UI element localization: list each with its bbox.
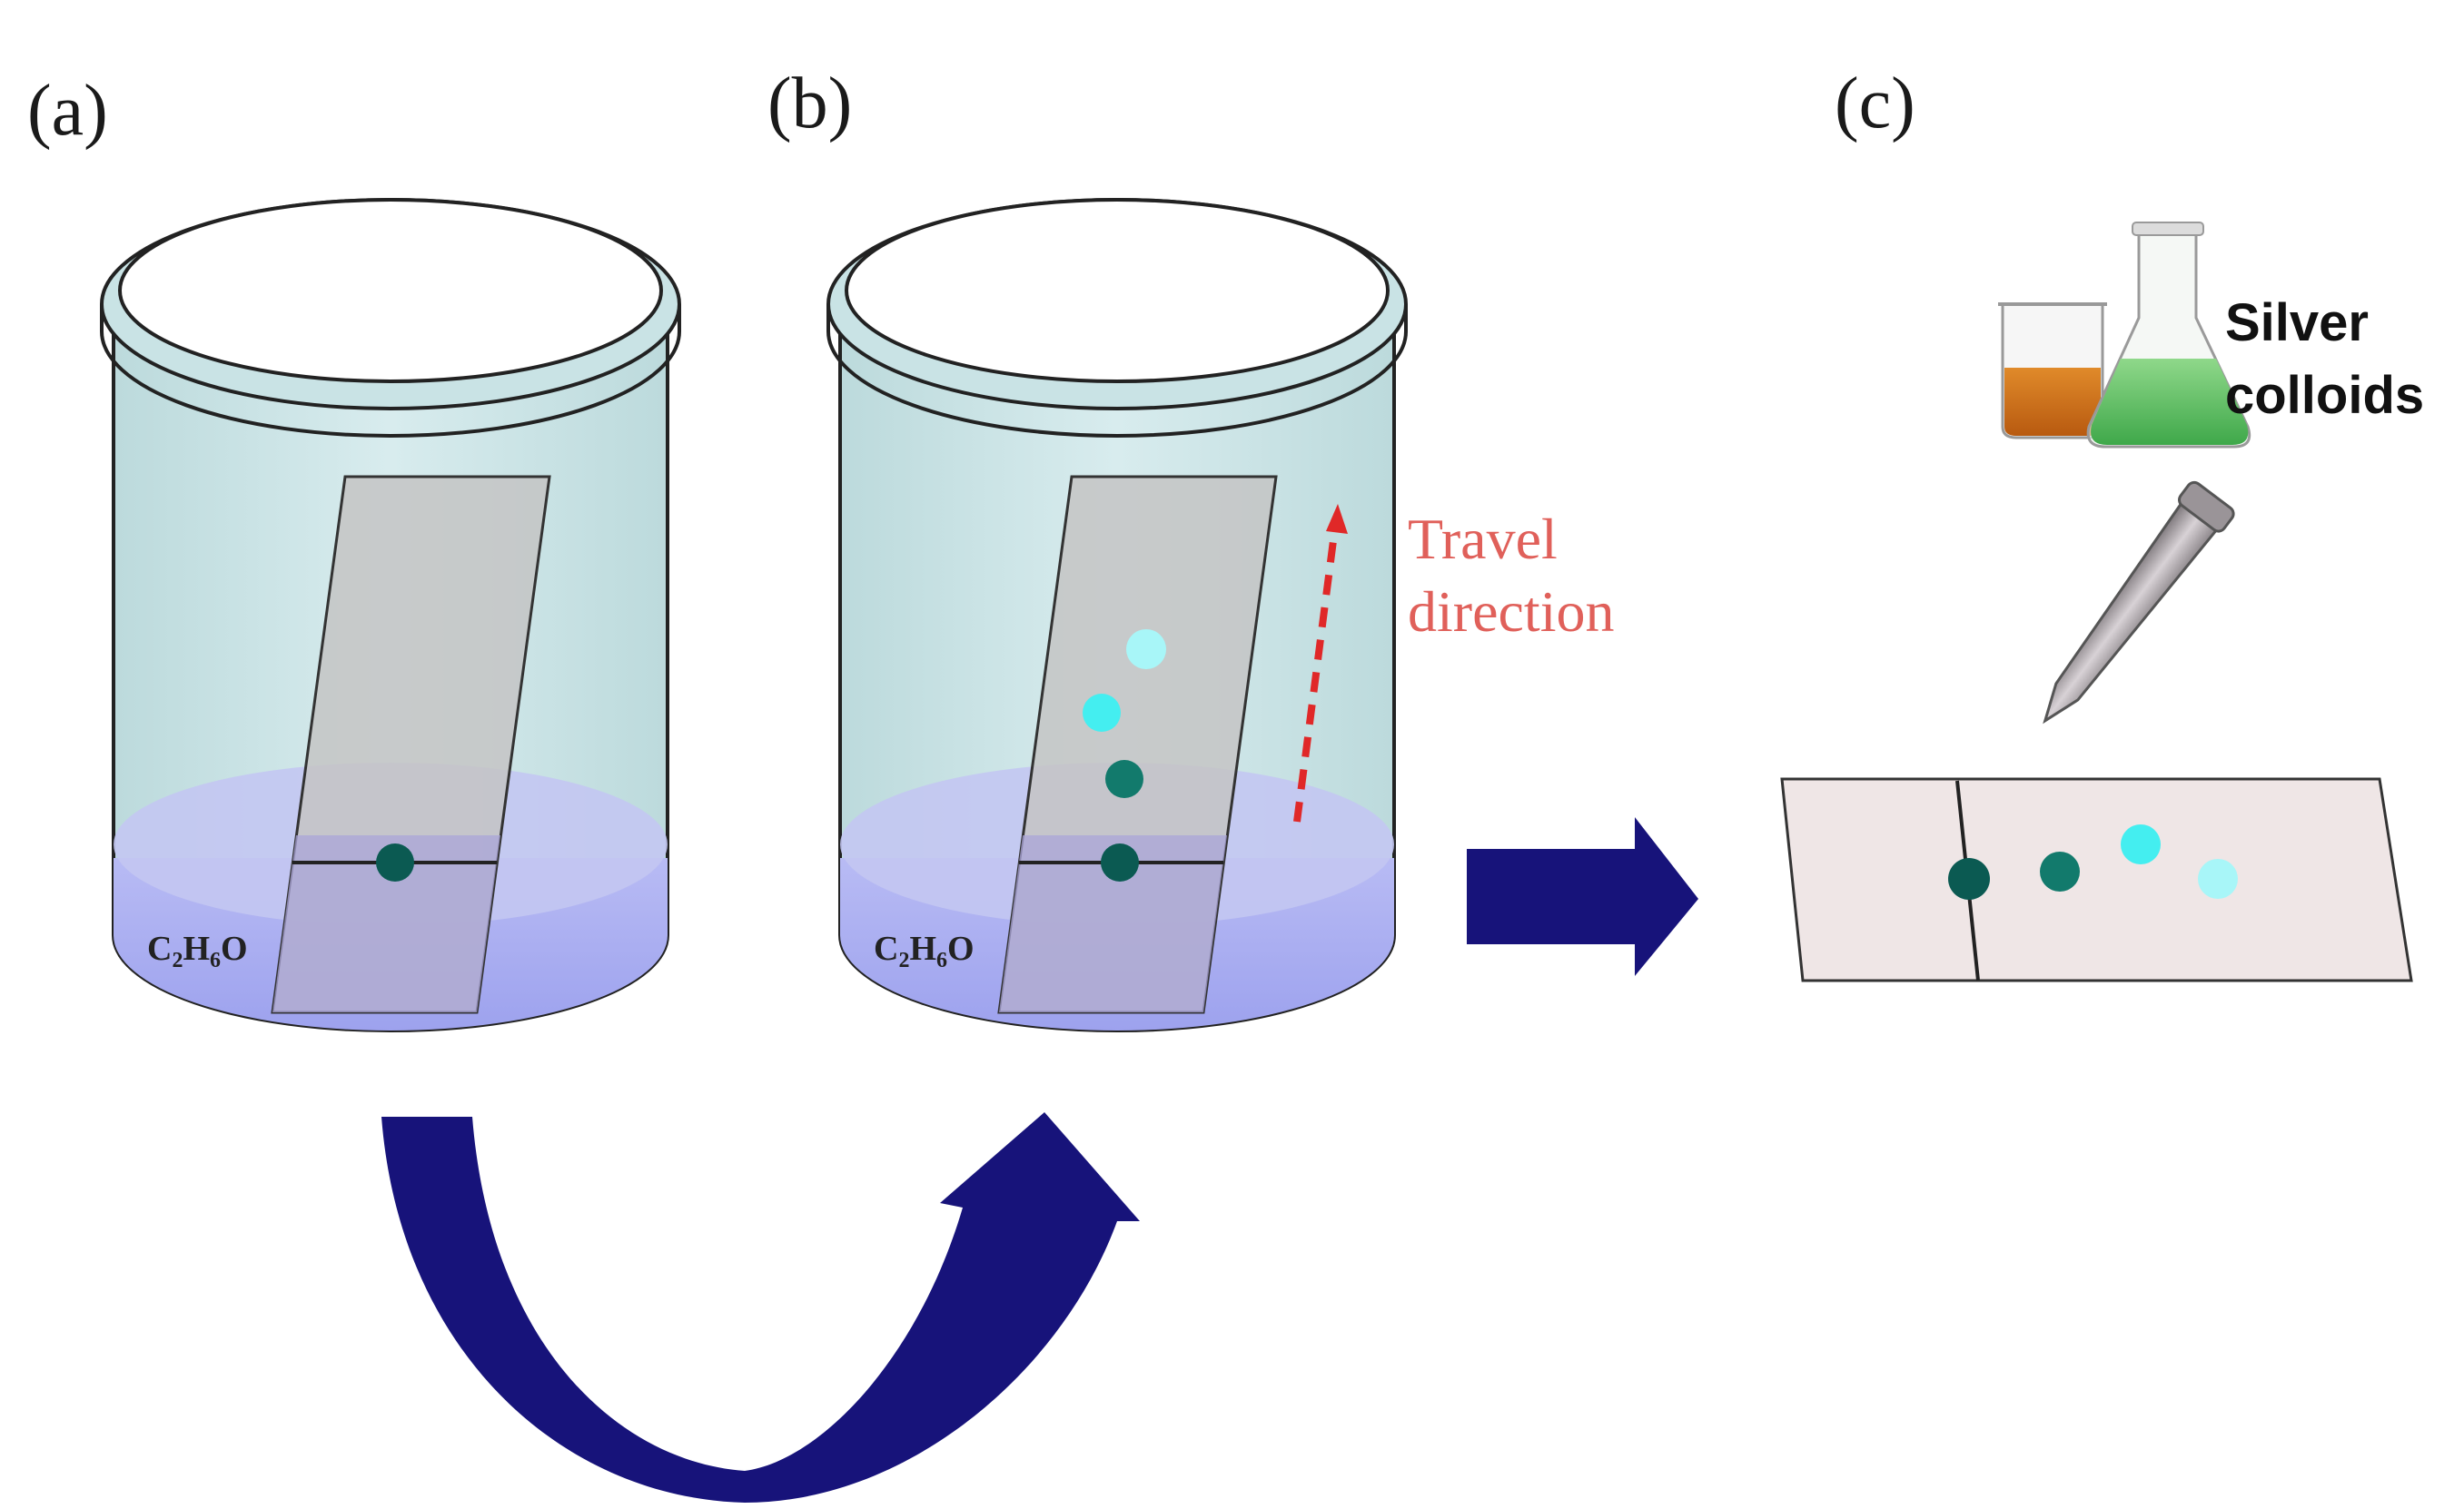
panel-label-b: (b) [767, 64, 852, 143]
tlc-plate [1780, 777, 2413, 982]
spot-b-dark [1105, 760, 1143, 798]
travel-direction-label-line2: direction [1408, 579, 1614, 644]
silver-colloids-label-line1: Silver [2225, 293, 2369, 352]
silver-colloids-glassware-icon [1998, 222, 2251, 449]
panel-label-c: (c) [1835, 64, 1915, 143]
tlc-strip-a-submerged [272, 835, 500, 1012]
spot-c-cyan [2121, 824, 2161, 864]
spot-b-origin [1101, 843, 1139, 882]
silver-colloids-label-line2: colloids [2225, 366, 2424, 425]
spot-c-dark [2040, 852, 2080, 892]
travel-arrow-head [1326, 504, 1348, 534]
travel-direction-arrow [1293, 526, 1339, 823]
spot-c-origin [1948, 858, 1990, 900]
beaker-b-lip [826, 304, 1408, 438]
arrow-b-to-c [1467, 817, 1698, 976]
tlc-plate-c [1780, 777, 2413, 982]
curved-arrow-a-to-b [381, 1112, 1140, 1503]
travel-direction-label-line1: Travel [1408, 507, 1558, 571]
spot-b-cyan [1083, 694, 1121, 732]
solvent-label-a: C2H6O [147, 930, 248, 972]
beaker-b: C2H6O [826, 198, 1408, 1032]
spot-c-lightcyan [2198, 859, 2238, 899]
solvent-label-b: C2H6O [874, 930, 975, 972]
tlc-strip-b-submerged [999, 835, 1227, 1012]
beaker-a-rim-inner [118, 198, 663, 383]
panel-label-a: (a) [27, 71, 108, 151]
spot-b-lightcyan [1126, 629, 1166, 669]
beaker-b-rim-inner [845, 198, 1390, 383]
spot-a-origin [376, 843, 414, 882]
beaker-a: C2H6O [100, 198, 681, 1032]
pipette-icon [2043, 480, 2235, 725]
beaker-a-lip [100, 304, 681, 438]
